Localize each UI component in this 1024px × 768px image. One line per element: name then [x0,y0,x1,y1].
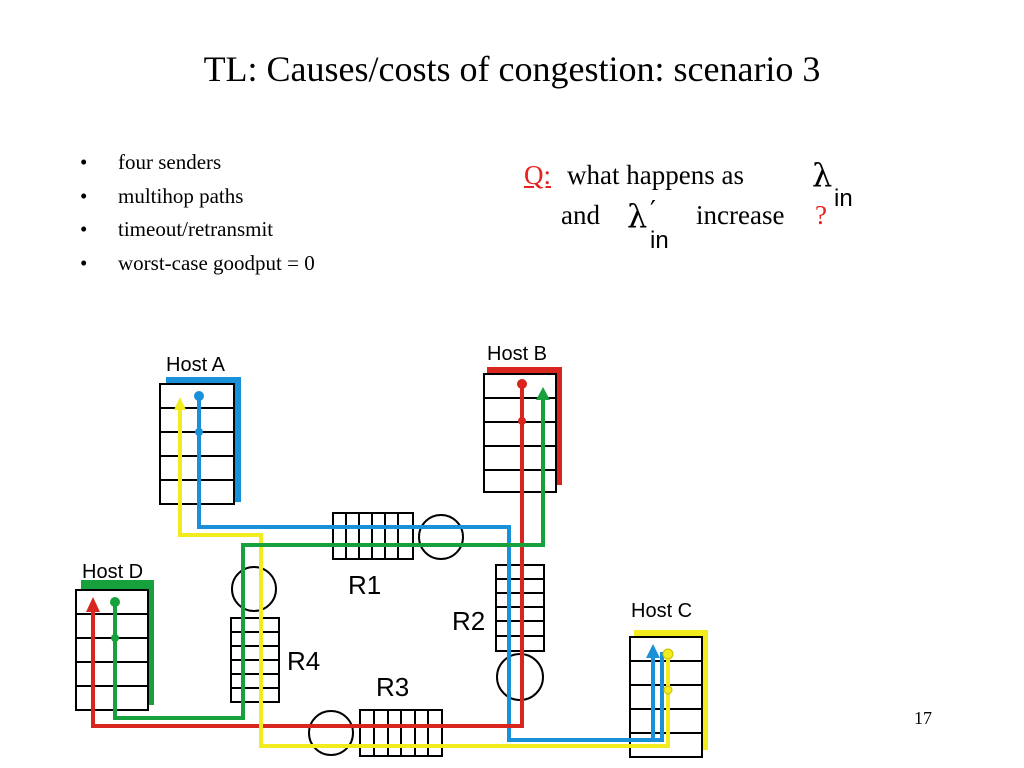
lambda-in-subscript: in [834,185,853,212]
arrowhead-blue [646,644,660,658]
lambda-prime-in-subscript: in [650,227,669,254]
router-r3 [308,709,443,757]
question-increase-word: increase [696,200,785,230]
host-a-label: Host A [166,354,226,376]
router-r1 [332,512,464,560]
question-text-line1: what happens as [567,160,744,190]
host-c-label: Host C [631,600,692,622]
router-r4-label: R4 [287,646,320,676]
bullet-item: worst-case goodput = 0 [70,247,315,281]
slide-title: TL: Causes/costs of congestion: scenario… [203,49,821,89]
path-host-c-to-host-a [178,406,670,748]
arrowhead-green [536,387,550,400]
dot-red [518,417,526,425]
path-host-b-to-host-d [91,384,524,728]
path-host-d-to-host-b [113,398,545,720]
host-d-label: Host D [82,561,143,583]
bullet-item: timeout/retransmit [70,213,315,247]
router-r1-label: R1 [348,570,381,600]
path-host-a-to-host-c [197,396,664,742]
question-mark: ? [815,200,827,230]
host-b-label: Host B [487,343,547,365]
dot-green [110,597,120,607]
bullet-list: four senders multihop paths timeout/retr… [70,146,315,280]
question-and-word: and [561,200,600,230]
dot-yellow [662,648,674,660]
bullet-item: multihop paths [70,180,315,214]
bullet-item: four senders [70,146,315,180]
router-r3-label: R3 [376,672,409,702]
dot-yellow [663,685,673,695]
dot-red [517,379,527,389]
arrowhead-red [86,597,100,612]
router-r4 [230,566,280,703]
lambda-in-symbol: λ [812,156,833,194]
router-r2-label: R2 [452,606,485,636]
dot-blue [194,391,204,401]
arrowhead-yellow [174,397,186,410]
page-number: 17 [914,708,932,728]
question-label: Q: [524,160,551,190]
lambda-prime-in-symbol: λ [627,197,648,235]
dot-green [111,634,119,642]
prime-mark: ′ [650,196,656,226]
dot-blue [195,428,203,436]
